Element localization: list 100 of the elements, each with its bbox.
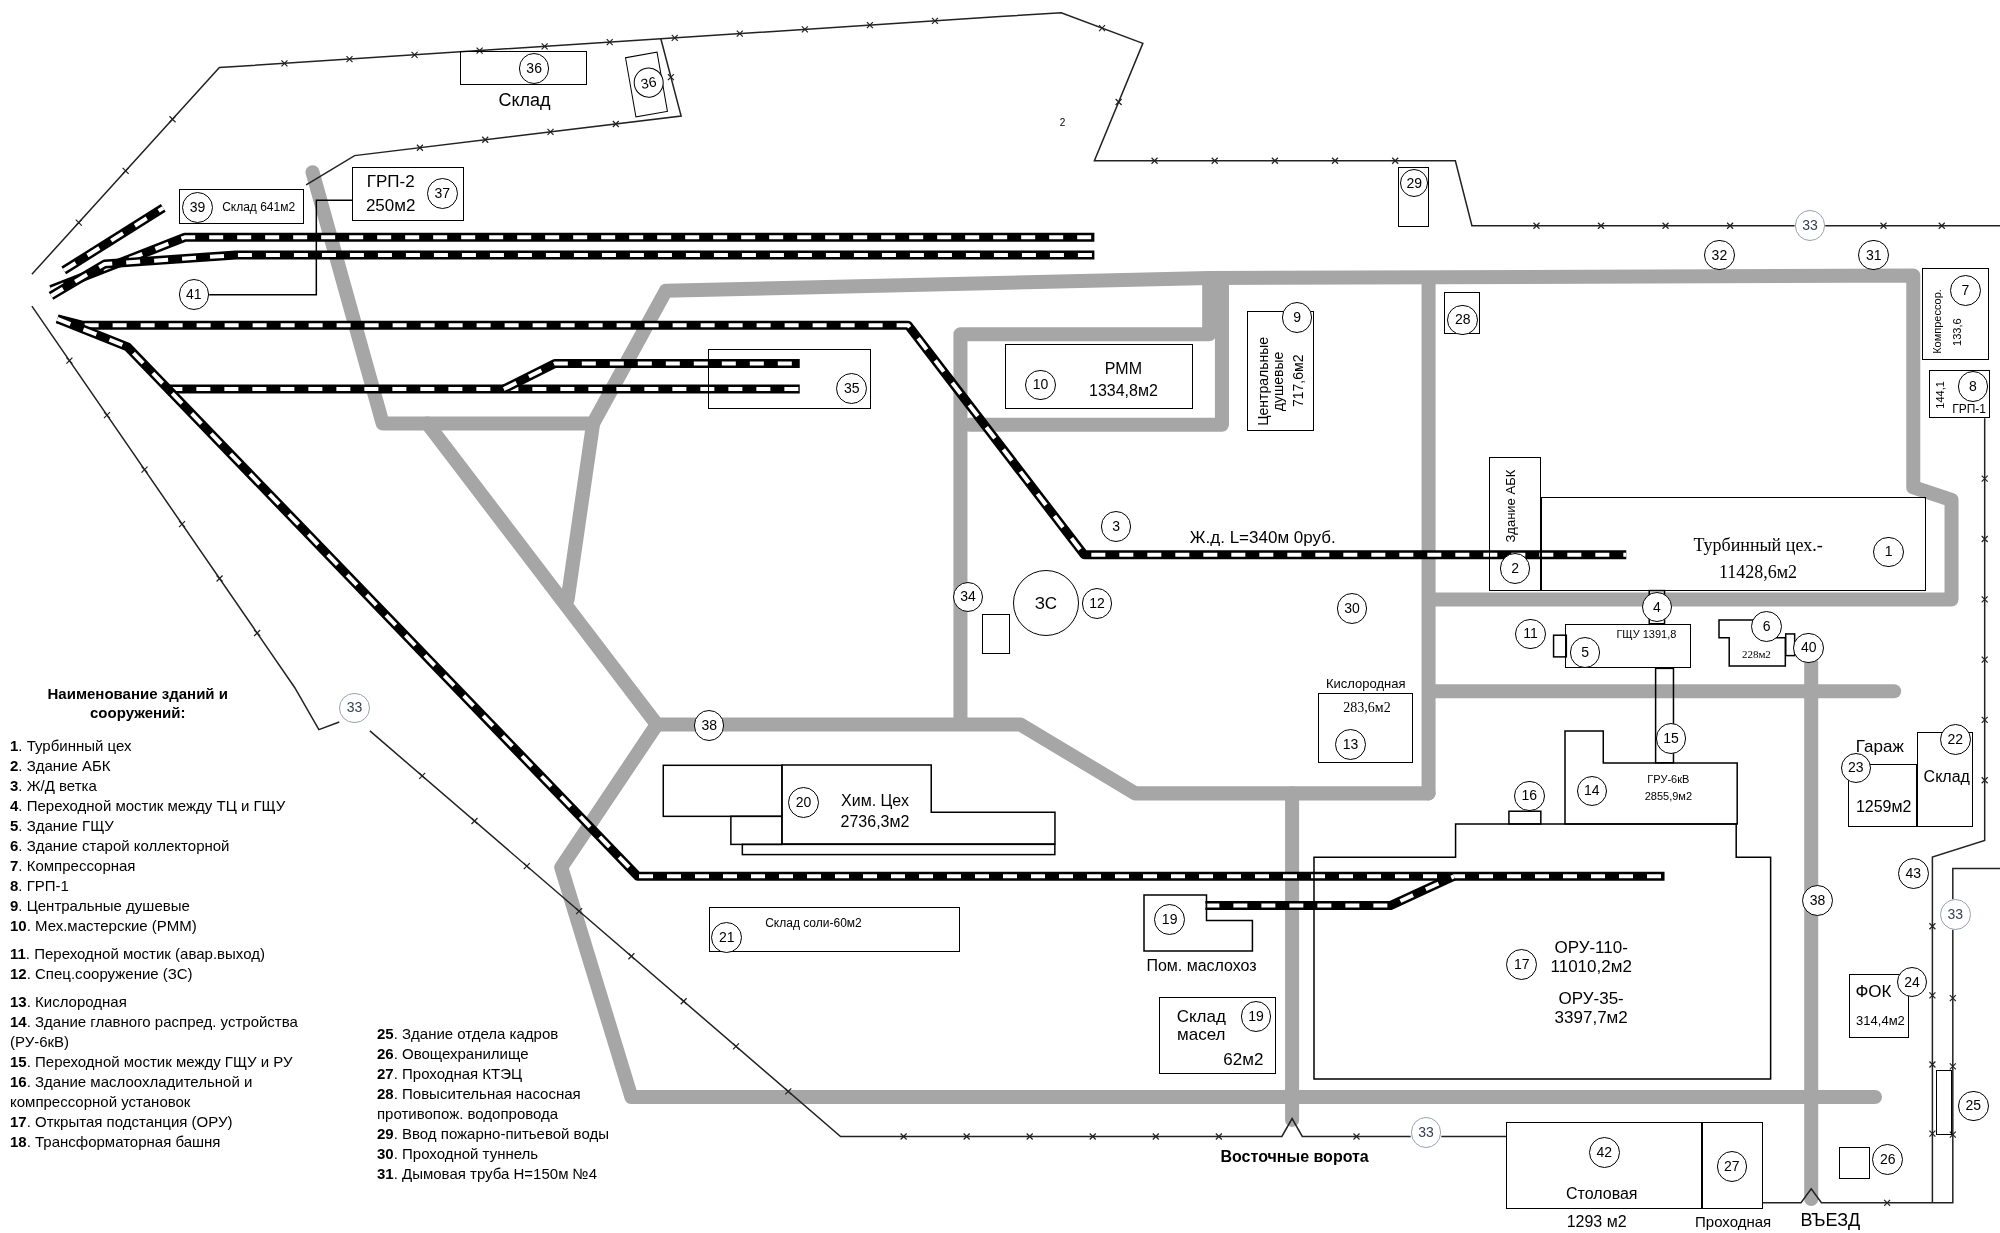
building-label: 717,6м2 bbox=[1289, 353, 1308, 410]
building-outline bbox=[1247, 311, 1314, 432]
callout-number: 1 bbox=[1873, 536, 1905, 568]
callout-number: 29 bbox=[1400, 169, 1429, 198]
building-label: Центральные душевые bbox=[1254, 335, 1288, 428]
building-label: ГЩУ 1391,8 bbox=[1615, 627, 1678, 643]
callout-number: 25 bbox=[1957, 1090, 1989, 1122]
callout-number: 35 bbox=[836, 373, 868, 405]
callout-number: 8 bbox=[1957, 370, 1989, 402]
callout-number: 36 bbox=[518, 53, 550, 84]
list-item: 17. Открытая подстанция (ОРУ) bbox=[10, 1112, 234, 1132]
building-outline bbox=[178, 188, 304, 225]
building-label: 283,6м2 bbox=[1342, 698, 1392, 717]
building-label: 250м2 bbox=[364, 195, 417, 217]
building-label: 2855,9м2 bbox=[1643, 788, 1693, 804]
building-label: РММ bbox=[1103, 358, 1143, 379]
map-label: 2 bbox=[1058, 117, 1067, 130]
list-item: 14. Здание главного распред. устройства (РУ-6кВ) bbox=[10, 1012, 299, 1052]
list-item: 9. Центральные душевые bbox=[10, 896, 191, 916]
building-label: Турбинный цех.- bbox=[1692, 533, 1824, 557]
building-label: Склад bbox=[497, 88, 552, 112]
building-outline bbox=[1928, 369, 1990, 419]
list-item: 3. Ж/Д ветка bbox=[10, 776, 98, 796]
callout-number: 30 bbox=[1336, 593, 1368, 624]
callout-number: 23 bbox=[1840, 752, 1872, 784]
building-label: 1259м2 bbox=[1854, 797, 1913, 818]
building-outline bbox=[625, 51, 669, 118]
building-outline bbox=[1443, 292, 1480, 335]
callout-number: 16 bbox=[1514, 780, 1545, 812]
callout-number: 26 bbox=[1872, 1144, 1904, 1175]
list-item: 15. Переходной мостик между ГЩУ и РУ bbox=[10, 1052, 294, 1072]
callout-number: 11 bbox=[1515, 618, 1546, 650]
list-item: 5. Здание ГЩУ bbox=[10, 816, 115, 836]
building-outline bbox=[1922, 267, 1989, 360]
list-heading: Наименование зданий и сооружений: bbox=[46, 684, 229, 723]
list-item: 2. Здание АБК bbox=[10, 756, 112, 776]
callout-number: 38 bbox=[693, 710, 725, 742]
callout-number: 33 bbox=[1794, 210, 1826, 242]
building-label: ГРП-2 bbox=[365, 171, 416, 194]
list-item: 16. Здание маслоохладительной и компрессорной установок bbox=[10, 1072, 254, 1112]
callout-number: 15 bbox=[1655, 723, 1687, 754]
callout-number: 38 bbox=[1802, 885, 1833, 916]
callout-number: 33 bbox=[1410, 1117, 1442, 1148]
building-label: 144,1 bbox=[1932, 380, 1947, 411]
building-label: Столовая bbox=[1565, 1183, 1639, 1204]
list-item: 29. Ввод пожарно-питьевой воды bbox=[377, 1124, 610, 1144]
building-label: ФОК bbox=[1854, 980, 1893, 1003]
building-label: Склад 641м2 bbox=[221, 199, 297, 216]
callout-number: 28 bbox=[1447, 304, 1479, 336]
callout-number: 12 bbox=[1081, 588, 1113, 619]
building-label: 1334,8м2 bbox=[1088, 381, 1159, 402]
building-label: 2736,3м2 bbox=[839, 812, 911, 833]
callout-number: 37 bbox=[427, 178, 458, 209]
building-outline bbox=[1540, 497, 1926, 591]
callout-number: 7 bbox=[1949, 275, 1981, 306]
building-label: ОРУ-110- 11010,2м2 bbox=[1549, 937, 1633, 978]
list-item: 13. Кислородная bbox=[10, 992, 128, 1012]
building-label: 1293 м2 bbox=[1565, 1212, 1628, 1233]
building-outline bbox=[1005, 344, 1193, 410]
callout-number: 24 bbox=[1896, 966, 1928, 998]
callout-number: 40 bbox=[1793, 632, 1824, 664]
building-outline bbox=[352, 167, 465, 221]
list-item: 4. Переходной мостик между ТЦ и ГЩУ bbox=[10, 796, 287, 816]
list-item: 12. Спец.сооружение (ЗС) bbox=[10, 964, 194, 984]
callout-number: 39 bbox=[182, 192, 213, 223]
building-outline bbox=[1839, 1146, 1870, 1179]
callout-number: 5 bbox=[1569, 637, 1601, 669]
building-label: Склад bbox=[1922, 766, 1971, 787]
list-item: 1. Турбинный цех bbox=[10, 736, 133, 756]
callout-number: 13 bbox=[1335, 729, 1366, 760]
callout-number: 42 bbox=[1589, 1137, 1620, 1169]
list-item: 26. Овощехранилище bbox=[377, 1044, 530, 1064]
building-label: Склад масел bbox=[1175, 1005, 1227, 1047]
building-outline bbox=[1313, 823, 1771, 1080]
building-label: 314,4м2 bbox=[1855, 1011, 1906, 1030]
callout-number: 43 bbox=[1897, 858, 1929, 889]
building-label: Кислородная bbox=[1325, 674, 1407, 693]
callout-number: 19 bbox=[1154, 904, 1185, 935]
building-label: Здание АБК bbox=[1502, 468, 1520, 545]
list-item: 7. Компрессорная bbox=[10, 856, 137, 876]
building-outline bbox=[1488, 456, 1541, 591]
callout-number: 9 bbox=[1281, 302, 1313, 333]
building-label: 11428,6м2 bbox=[1717, 560, 1799, 584]
callout-number: 32 bbox=[1704, 239, 1735, 271]
list-item: 10. Мех.мастерские (РММ) bbox=[10, 916, 198, 936]
callout-number: 17 bbox=[1506, 948, 1537, 980]
building-label: ГРУ-6кВ bbox=[1646, 772, 1691, 788]
list-item: 18. Трансформаторная башня bbox=[10, 1132, 222, 1152]
callout-number: 10 bbox=[1025, 369, 1056, 401]
building-outline bbox=[1159, 997, 1276, 1074]
callout-number: 19 bbox=[1240, 1001, 1272, 1032]
list-item: 11. Переходной мостик (авар.выход) bbox=[10, 944, 266, 964]
rail-label: Ж.д. L=340м 0руб. bbox=[1188, 526, 1337, 549]
callout-number: 33 bbox=[339, 692, 370, 724]
building-label: 133,6 bbox=[1950, 317, 1965, 349]
gate-label: ВЪЕЗД bbox=[1799, 1209, 1862, 1232]
building-label: 62м2 bbox=[1222, 1048, 1265, 1071]
list-item: 8. ГРП-1 bbox=[10, 876, 70, 896]
list-item: 27. Проходная КТЭЦ bbox=[377, 1064, 524, 1084]
building-label: ГРП-1 bbox=[1951, 401, 1987, 419]
